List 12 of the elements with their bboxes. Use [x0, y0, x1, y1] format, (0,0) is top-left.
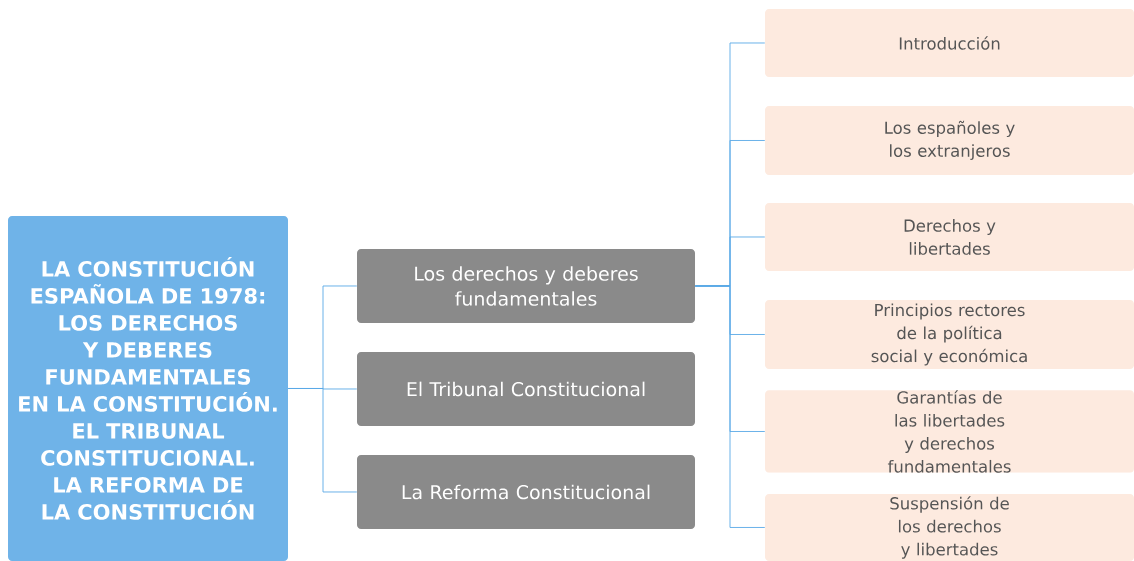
topic-box: El Tribunal Constitucional: [357, 352, 695, 426]
root-box: LA CONSTITUCIÓN ESPAÑOLA DE 1978: LOS DERECHOS Y DEBERES FUNDAMENTALES EN LA CONSTITUCIÓN. EL TRIBUNAL CONSTITUCIONAL. LA REFORMA DE LA CONSTITUCIÓN: [8, 216, 288, 561]
connector-line: [287, 388, 358, 493]
subtopic-box: Principios rectores de la política social y económica: [765, 300, 1134, 369]
topic-box: La Reforma Constitucional: [357, 455, 695, 529]
subtopic-box: Garantías de las libertades y derechos fundamentales: [765, 390, 1134, 473]
subtopic-box: Introducción: [765, 9, 1134, 77]
subtopic-box: Los españoles y los extranjeros: [765, 106, 1134, 175]
subtopic-box: Suspensión de los derechos y libertades: [765, 494, 1134, 561]
topic-box: Los derechos y deberes fundamentales: [357, 249, 695, 323]
connector-line: [694, 285, 766, 528]
subtopic-box: Derechos y libertades: [765, 203, 1134, 271]
